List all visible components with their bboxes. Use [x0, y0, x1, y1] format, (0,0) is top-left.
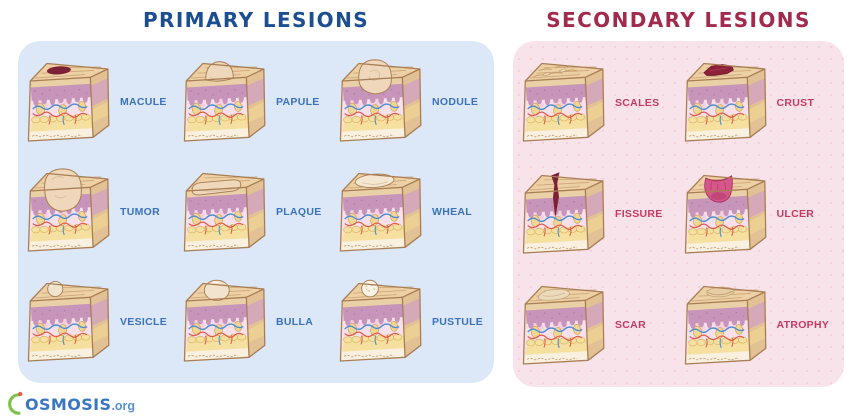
skin-block-tumor: [22, 167, 118, 257]
lesion-item-tumor: TUMOR: [22, 157, 178, 267]
osmosis-logo-suffix: .org: [111, 398, 136, 413]
primary-panel: MACULE PAPULE NODULE: [18, 41, 494, 383]
skin-cross-section-illustration: [183, 279, 266, 362]
lesion-item-ulcer: ULCER: [679, 158, 841, 269]
skin-cross-section-illustration: [684, 63, 766, 143]
lesion-item-crust: CRUST: [679, 47, 841, 158]
skin-block-bulla: [178, 277, 274, 367]
secondary-panel: SCALES CRUST FISSURE: [513, 41, 844, 387]
skin-block-plaque: [178, 167, 274, 257]
skin-block-scar: [517, 280, 613, 370]
osmosis-logo: OSMOSIS .org: [5, 391, 135, 417]
skin-cross-section-illustration: [522, 63, 605, 143]
osmosis-logo-mark-icon: [5, 391, 29, 417]
lesion-label-atrophy: ATROPHY: [776, 319, 830, 332]
lesion-item-scar: SCAR: [517, 270, 679, 381]
skin-cross-section-illustration: [684, 174, 766, 254]
lesion-item-fissure: FISSURE: [517, 158, 679, 269]
skin-cross-section-illustration: [522, 171, 605, 254]
lesion-label-bulla: BULLA: [276, 316, 314, 328]
lesion-item-atrophy: ATROPHY: [679, 270, 841, 381]
lesion-label-wheal: WHEAL: [432, 206, 472, 218]
lesion-item-scales: SCALES: [517, 47, 679, 158]
skin-cross-section-illustration: [339, 279, 422, 362]
lesion-item-nodule: NODULE: [334, 47, 490, 157]
lesion-label-crust: CRUST: [776, 96, 815, 109]
skin-block-ulcer: [679, 169, 775, 259]
osmosis-logo-text: OSMOSIS .org: [25, 395, 135, 414]
skin-block-fissure: [517, 169, 613, 259]
skin-block-scales: [517, 57, 613, 147]
lesion-item-papule: PAPULE: [178, 47, 334, 157]
primary-lesions-section: PRIMARY LESIONS MACULE: [18, 8, 494, 383]
skin-cross-section-illustration: [339, 172, 422, 252]
osmosis-logo-name: OSMOSIS: [25, 394, 112, 414]
skin-block-nodule: [334, 57, 430, 147]
skin-cross-section-illustration: [183, 172, 266, 252]
skin-block-macule: [22, 57, 118, 147]
primary-grid: MACULE PAPULE NODULE: [18, 41, 494, 383]
lesion-item-plaque: PLAQUE: [178, 157, 334, 267]
lesion-label-plaque: PLAQUE: [276, 206, 322, 218]
skin-block-pustule: [334, 277, 430, 367]
lesion-label-scar: SCAR: [615, 319, 646, 332]
lesion-label-nodule: NODULE: [432, 96, 479, 108]
skin-cross-section-illustration: [27, 168, 110, 252]
lesion-label-fissure: FISSURE: [615, 207, 663, 220]
primary-title: PRIMARY LESIONS: [142, 8, 370, 32]
skin-cross-section-illustration: [684, 285, 766, 365]
skin-block-papule: [178, 57, 274, 147]
secondary-grid: SCALES CRUST FISSURE: [513, 41, 844, 387]
skin-cross-section-illustration: [183, 60, 266, 142]
skin-block-atrophy: [679, 280, 775, 370]
skin-cross-section-illustration: [27, 280, 110, 362]
skin-cross-section-illustration: [522, 285, 605, 365]
skin-block-vesicle: [22, 277, 118, 367]
lesion-item-bulla: BULLA: [178, 267, 334, 377]
skin-cross-section-illustration: [27, 62, 110, 142]
lesion-item-macule: MACULE: [22, 47, 178, 157]
lesion-label-ulcer: ULCER: [776, 207, 815, 220]
secondary-lesions-section: SECONDARY LESIONS SCALES: [513, 8, 844, 387]
lesion-item-vesicle: VESICLE: [22, 267, 178, 377]
lesion-item-wheal: WHEAL: [334, 157, 490, 267]
skin-block-crust: [679, 57, 775, 147]
lesion-label-papule: PAPULE: [276, 96, 320, 108]
skin-cross-section-illustration: [339, 59, 422, 142]
skin-block-wheal: [334, 167, 430, 257]
lesion-item-pustule: PUSTULE: [334, 267, 490, 377]
lesion-label-pustule: PUSTULE: [432, 316, 484, 328]
secondary-title: SECONDARY LESIONS: [546, 8, 811, 32]
lesion-label-macule: MACULE: [120, 96, 167, 108]
lesion-label-vesicle: VESICLE: [120, 316, 168, 328]
lesion-label-scales: SCALES: [615, 96, 660, 109]
lesion-label-tumor: TUMOR: [120, 206, 160, 218]
